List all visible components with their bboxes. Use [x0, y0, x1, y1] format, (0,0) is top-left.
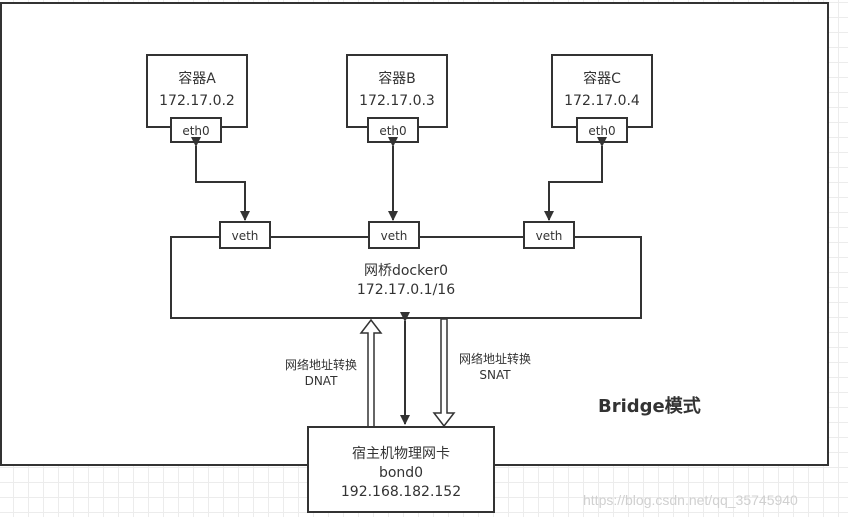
veth-b[interactable]: veth — [368, 221, 420, 249]
link-a-arrow — [191, 137, 250, 221]
veth-c-box[interactable] — [523, 221, 575, 249]
link-c-arrow — [544, 137, 607, 221]
dnat-label-line2: DNAT — [305, 374, 338, 388]
container-c[interactable]: 容器C 172.17.0.4 eth0 — [551, 54, 653, 143]
veth-c[interactable]: veth — [523, 221, 575, 249]
host-nic-name: 宿主机物理网卡 — [352, 445, 450, 462]
bridge-subnet: 172.17.0.1/16 — [357, 282, 455, 298]
veth-b-box[interactable] — [368, 221, 420, 249]
dnat-label-line1: 网络地址转换 — [285, 357, 357, 372]
container-c-ip: 172.17.0.4 — [564, 93, 640, 109]
veth-b-label: veth — [381, 229, 408, 243]
bridge-box[interactable] — [170, 236, 642, 319]
snat-label-line1: 网络地址转换 — [459, 351, 531, 366]
host-nic-iface: bond0 — [379, 465, 423, 481]
veth-c-label: veth — [536, 229, 563, 243]
container-b-name: 容器B — [378, 70, 416, 87]
container-b[interactable]: 容器B 172.17.0.3 eth0 — [346, 54, 448, 143]
container-c-name: 容器C — [583, 70, 621, 87]
dnat-arrow — [359, 318, 383, 428]
veth-a[interactable]: veth — [219, 221, 271, 249]
host-nic-ip: 192.168.182.152 — [341, 484, 461, 500]
bridge-name: 网桥docker0 — [364, 263, 448, 279]
container-b-eth0-label: eth0 — [379, 124, 406, 138]
veth-a-label: veth — [232, 229, 259, 243]
container-c-box[interactable] — [551, 54, 653, 128]
container-a-box[interactable] — [146, 54, 248, 128]
container-b-ip: 172.17.0.3 — [359, 93, 435, 109]
container-b-box[interactable] — [346, 54, 448, 128]
bridge-docker0[interactable]: 网桥docker0 172.17.0.1/16 — [170, 236, 642, 319]
snat-label-line2: SNAT — [479, 368, 511, 382]
mode-title: Bridge模式 — [598, 395, 701, 417]
container-a-eth0-label: eth0 — [182, 124, 209, 138]
host-nic[interactable]: 宿主机物理网卡 bond0 192.168.182.152 — [307, 426, 495, 513]
snat-arrow — [432, 318, 456, 428]
container-a-ip: 172.17.0.2 — [159, 93, 235, 109]
host-nic-box[interactable] — [307, 426, 495, 513]
watermark: https://blog.csdn.net/qq_35745940 — [583, 492, 798, 508]
container-a-name: 容器A — [178, 70, 216, 87]
veth-a-box[interactable] — [219, 221, 271, 249]
container-c-eth0-label: eth0 — [588, 124, 615, 138]
